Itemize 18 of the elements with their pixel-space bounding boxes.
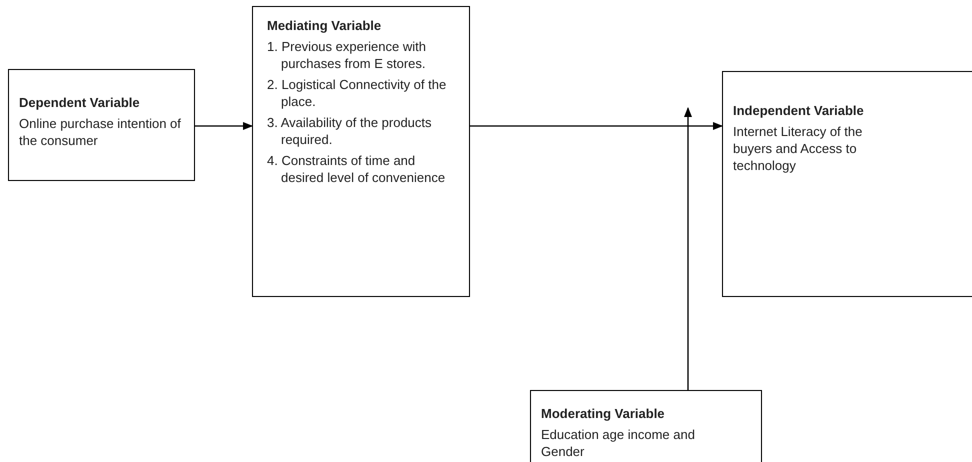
dependent-variable-box <box>8 69 195 181</box>
list-item: 4. Constraints of time and desired level of convenience <box>267 152 446 186</box>
node-description: Internet Literacy of the buyers and Access to technology <box>733 123 864 174</box>
node-heading: Moderating Variable <box>541 405 666 422</box>
arrow <box>470 122 723 130</box>
node-heading: Mediating Variable <box>267 17 382 34</box>
node-description: Education age income and Gender <box>541 426 696 460</box>
node-heading: Dependent Variable <box>19 94 141 111</box>
arrow <box>684 107 692 390</box>
node-heading: Independent Variable <box>733 102 865 119</box>
mediating-variable-box <box>252 6 470 297</box>
moderating-variable-box <box>530 390 762 462</box>
list-item: 1. Previous experience with purchases from E stores. <box>267 38 427 72</box>
independent-variable-box <box>722 71 972 297</box>
arrow <box>195 122 253 130</box>
list-item: 2. Logistical Connectivity of the place. <box>267 76 448 110</box>
list-item: 3. Availability of the products required. <box>267 114 433 148</box>
node-description: Online purchase intention of the consumer <box>19 115 182 149</box>
